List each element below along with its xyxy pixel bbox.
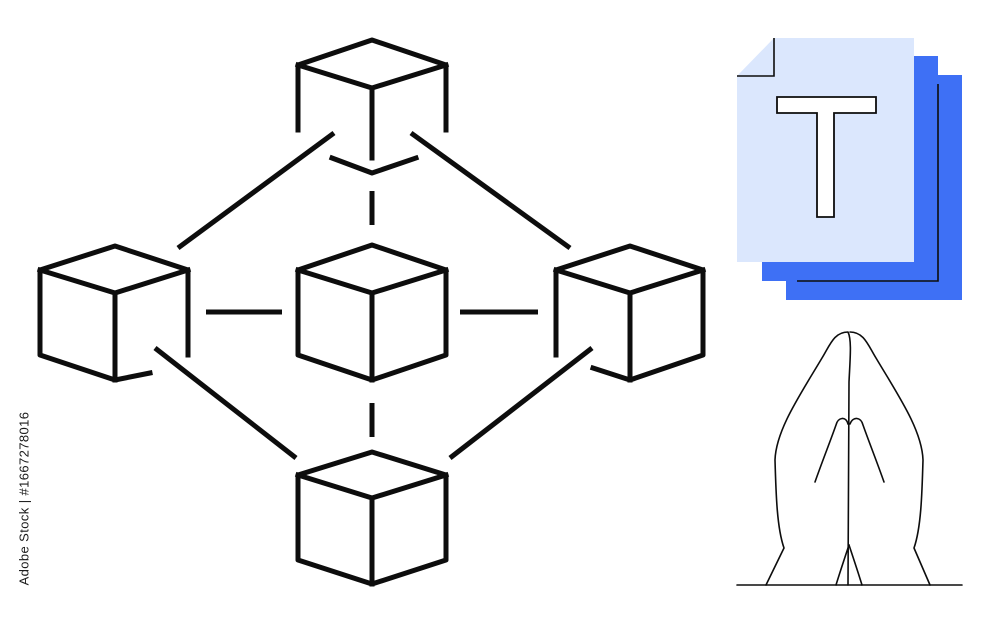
document-stack-edge (797, 84, 939, 282)
cube-center-icon (294, 242, 450, 383)
letter-t-glyph (776, 96, 877, 218)
text-document-icon (737, 38, 962, 300)
cube-top-icon (294, 37, 450, 176)
document-page-fold (737, 38, 775, 77)
praying-hands-icon (736, 331, 963, 586)
blockchain-network-icon (36, 37, 707, 587)
network-connectors (153, 130, 594, 460)
stock-id-label: Adobe Stock | #1667278016 (14, 383, 34, 613)
cube-right-icon (552, 243, 707, 383)
stock-id-text: Adobe Stock | #1667278016 (16, 411, 32, 585)
cube-left-icon (36, 243, 192, 383)
cube-bottom-icon (294, 449, 450, 587)
